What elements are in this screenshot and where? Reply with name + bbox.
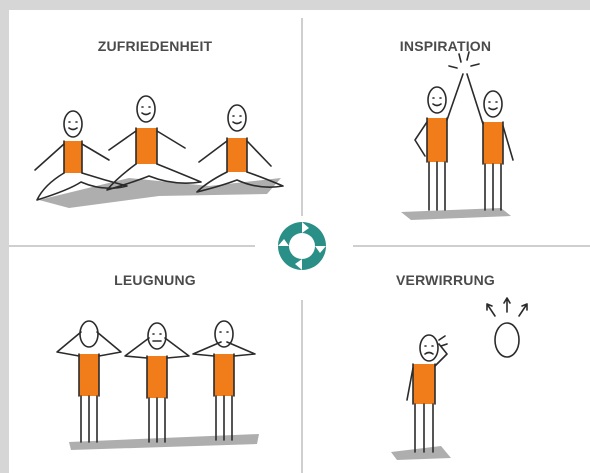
horizontal-divider-right: [353, 245, 590, 247]
quadrant-verwirrung: VERWIRRUNG: [301, 246, 590, 473]
high-five-illustration: [401, 51, 514, 220]
vertical-divider-bottom: [301, 300, 303, 473]
confused-figure-illustration: [391, 297, 528, 460]
teal-interlocking-arrows-logo-icon: [278, 222, 326, 270]
quadrant-panel: ZUFRIEDENHEIT: [9, 10, 590, 473]
three-figures-illustration: [56, 320, 259, 450]
quadrant-label: LEUGNUNG: [114, 272, 196, 288]
quadrant-zufriedenheit: ZUFRIEDENHEIT: [9, 10, 301, 246]
quadrant-label: VERWIRRUNG: [396, 272, 495, 288]
horizontal-divider-left: [9, 245, 255, 247]
quadrant-leugnung: LEUGNUNG: [9, 246, 301, 473]
quadrant-label: INSPIRATION: [399, 38, 492, 54]
quadrant-inspiration: INSPIRATION: [301, 10, 590, 246]
quadrant-label: ZUFRIEDENHEIT: [97, 38, 213, 54]
sitting-figures-illustration: [34, 95, 284, 208]
vertical-divider-top: [301, 18, 303, 216]
